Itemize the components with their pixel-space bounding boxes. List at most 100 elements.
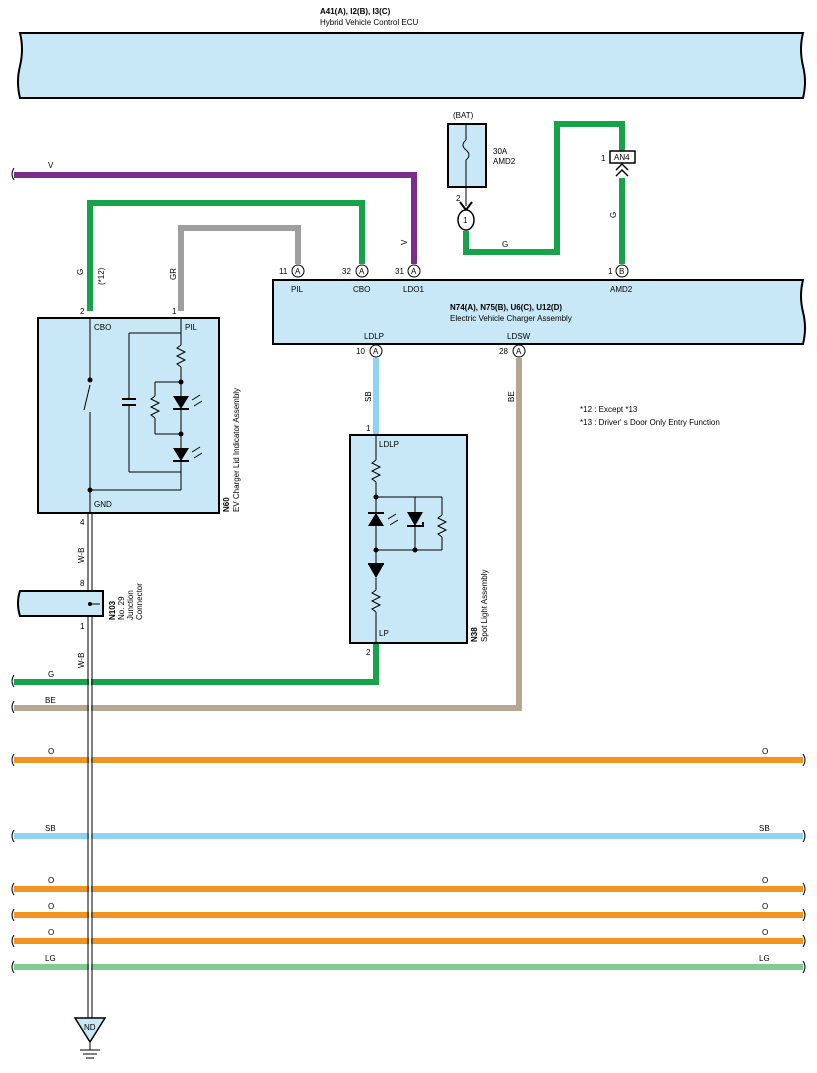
pin-amd2[interactable] <box>615 264 629 278</box>
ground-icon <box>80 1042 100 1059</box>
spot-box[interactable] <box>349 434 468 644</box>
spot-led-icon <box>368 512 424 578</box>
indicator-label-gnd: GND <box>94 500 112 509</box>
junction-connector[interactable] <box>17 590 104 617</box>
svg-text:Connector: Connector <box>135 583 144 620</box>
note-13: *13 : Driver' s Door Only Entry Function <box>580 418 720 427</box>
pin-num-ldsw: 28 <box>499 347 508 356</box>
fuse-name: AMD2 <box>493 157 516 166</box>
an4-pin: 1 <box>601 154 606 163</box>
bus-wires <box>14 757 803 970</box>
pin-conn-amd2: B <box>619 267 624 276</box>
spot-side-label: N38 Spot Light Assembly <box>470 570 489 642</box>
wire-v[interactable] <box>14 172 417 264</box>
pin-pil[interactable] <box>291 264 305 278</box>
wire-g-lp[interactable] <box>14 644 379 685</box>
wl-o1-r: O <box>762 747 768 756</box>
wl-g-an4: G <box>609 212 618 218</box>
wl-g-fuse: G <box>502 240 508 249</box>
wl-g-left: G <box>76 269 85 275</box>
pin-num-amd2: 1 <box>608 267 613 276</box>
splice-num: 1 <box>463 216 468 225</box>
wl-wb1: W-B <box>77 548 86 563</box>
fuse-supply: (BAT) <box>453 111 474 120</box>
wl-gr: GR <box>169 268 178 280</box>
indicator-label-cbo: CBO <box>94 323 111 332</box>
indicator-circuit <box>83 318 187 513</box>
wl-o1-l: O <box>48 747 54 756</box>
pin-num-cbo: 32 <box>342 267 351 276</box>
pin-ldlp[interactable] <box>369 344 383 358</box>
fuse-rating: 30A <box>493 147 508 156</box>
pin-num-ldlp: 10 <box>356 347 365 356</box>
svg-text:N60: N60 <box>222 497 231 512</box>
charger-name: Electric Vehicle Charger Assembly <box>450 314 572 323</box>
ecu-body[interactable] <box>17 32 806 99</box>
pin-label-ldlp: LDLP <box>364 332 384 341</box>
pin-conn-cbo: A <box>359 267 365 276</box>
wl-be-bus: BE <box>45 696 56 705</box>
pin-conn-pil: A <box>295 267 301 276</box>
wl-be: BE <box>507 391 516 402</box>
junction-side-label: N103 No. 29 Junction Connector <box>108 583 144 620</box>
wl-g-bus: G <box>48 670 54 679</box>
wire-gr-pil[interactable] <box>178 225 301 311</box>
spot-pin-lp: 2 <box>366 648 371 657</box>
spot-pin-ldlp: 1 <box>366 424 371 433</box>
ecu-name: Hybrid Vehicle Control ECU <box>320 18 418 27</box>
led-icon <box>173 394 203 462</box>
spot-label-ldlp: LDLP <box>379 440 399 449</box>
wl-o2-r: O <box>762 876 768 885</box>
pin-label-ldo1: LDO1 <box>403 285 424 294</box>
pin-label-ldsw: LDSW <box>507 332 531 341</box>
ground-connector[interactable] <box>73 1017 107 1044</box>
svg-text:No. 29: No. 29 <box>117 596 126 620</box>
pin-ldsw[interactable] <box>512 344 526 358</box>
pin-conn-ldlp: A <box>373 347 379 356</box>
wl-sb2-r: SB <box>759 824 770 833</box>
svg-text:Spot Light Assembly: Spot Light Assembly <box>480 570 489 642</box>
fuse-box[interactable] <box>447 123 487 188</box>
junction-pin-out: 1 <box>80 622 85 631</box>
ecu-connectors: A41(A), I2(B), I3(C) <box>320 7 391 16</box>
wire-be-ldsw[interactable] <box>14 358 522 711</box>
pin-ldo1[interactable] <box>407 264 421 278</box>
wl-o4-r: O <box>762 928 768 937</box>
wl-o4-l: O <box>48 928 54 937</box>
indicator-label-pil: PIL <box>185 323 198 332</box>
ground-label: ND <box>84 1023 96 1032</box>
junction-pin-in: 8 <box>80 579 85 588</box>
pin-label-amd2: AMD2 <box>610 285 633 294</box>
wl-v: V <box>48 161 54 170</box>
pin-num-ldo1: 31 <box>395 267 404 276</box>
splice-point[interactable] <box>457 209 475 231</box>
indicator-side-label: N60 EV Charger Lid Indicator Assembly <box>222 388 241 512</box>
wire-g-cbo[interactable] <box>87 200 365 311</box>
charger-connectors: N74(A), N75(B), U6(C), U12(D) <box>450 303 562 312</box>
wl-lg-l: LG <box>45 954 56 963</box>
wl-o3-r: O <box>762 902 768 911</box>
wl-o3-l: O <box>48 902 54 911</box>
pin-label-cbo: CBO <box>353 285 370 294</box>
svg-text:EV Charger Lid Indicator Assem: EV Charger Lid Indicator Assembly <box>232 388 241 512</box>
wire-g-fuse[interactable] <box>463 121 625 255</box>
fuse-pin: 2 <box>456 194 461 203</box>
chevron-up-icon <box>615 162 629 177</box>
indicator-pin-cbo: 2 <box>80 307 85 316</box>
pin-conn-ldo1: A <box>411 267 417 276</box>
charger-bottom-pins: LDLP 10 A LDSW 28 A <box>356 332 531 358</box>
wl-sb2-l: SB <box>45 824 56 833</box>
pin-conn-ldsw: A <box>516 347 522 356</box>
note-12: *12 : Except *13 <box>580 405 638 414</box>
break-marks <box>11 167 806 974</box>
svg-text:Junction: Junction <box>126 590 135 620</box>
pin-cbo[interactable] <box>355 264 369 278</box>
wl-lg-r: LG <box>759 954 770 963</box>
indicator-pin-pil: 1 <box>172 307 177 316</box>
an4-connector[interactable] <box>609 150 636 164</box>
fuse-icon <box>462 124 470 187</box>
charger-body[interactable] <box>272 279 806 345</box>
an4-label: AN4 <box>614 153 630 162</box>
wl-v2: V <box>400 239 409 245</box>
